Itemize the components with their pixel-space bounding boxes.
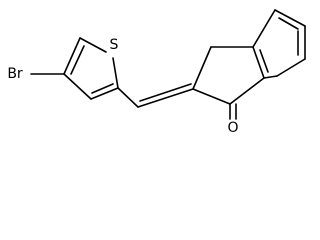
bond-c5-s1 [112, 57, 119, 89]
benzene-ring [252, 9, 306, 79]
thiophene-ring [63, 37, 119, 100]
double-bond-benzene-top [278, 17, 299, 30]
atom-label-sulfur: S [110, 37, 119, 53]
double-bond-ch-c2-indanone-inner [139, 83, 192, 102]
bond-c3a-c4 [252, 9, 276, 48]
molecule-canvas: Br S O [7, 9, 306, 136]
bond-c4-c5 [90, 87, 119, 100]
bond-c3-c4 [63, 73, 92, 100]
bond-ch-c2-indanone [137, 88, 194, 108]
atom-label-oxygen: O [227, 120, 238, 136]
bond-c4-c5-benzene [274, 9, 306, 27]
double-bond-benzene-left [259, 49, 269, 73]
double-bond-c2-c3-inner [70, 45, 85, 75]
bond-c5-ch [117, 87, 139, 108]
indanone-five-ring [192, 46, 265, 105]
atom-label-bromine: Br [7, 66, 23, 82]
bond-s1-c2 [79, 37, 107, 53]
bond-c6-c7-benzene [276, 58, 306, 77]
bond-c2-c3-indanone [192, 46, 212, 90]
bond-c1-c7a [229, 77, 265, 105]
bond-c7-c7a [263, 75, 278, 79]
bond-c7a-c3a [252, 46, 265, 79]
double-bond-c4-c5-inner [91, 83, 114, 94]
molecular-structure-diagram: Br S O [7, 9, 306, 136]
bond-c2-c1 [192, 88, 231, 105]
bond-c2-c3 [63, 37, 81, 75]
